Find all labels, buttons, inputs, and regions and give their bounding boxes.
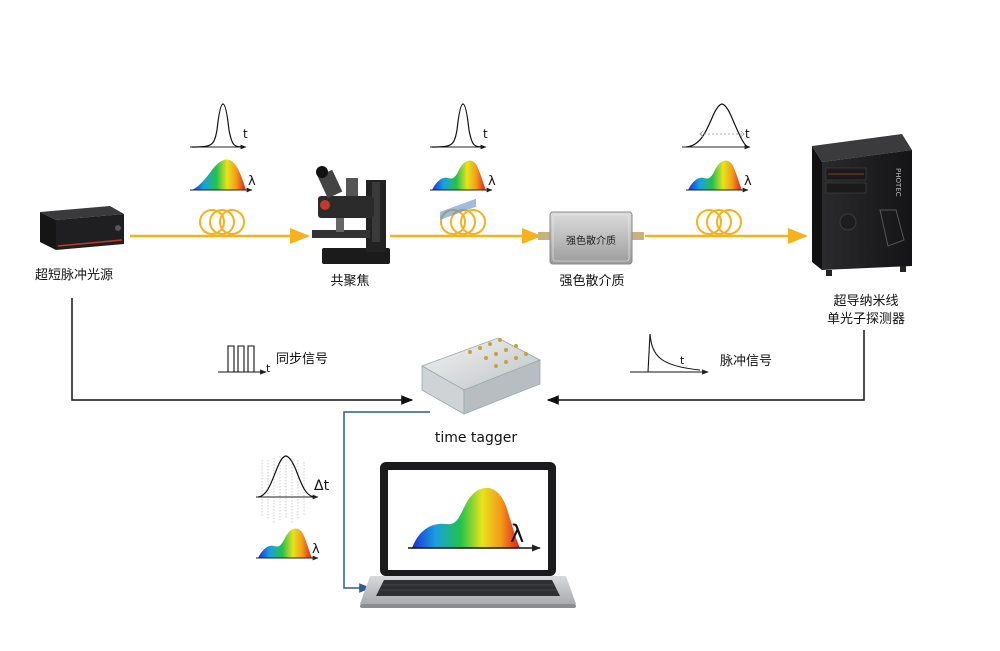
- sync-pulse-train-icon: [218, 345, 267, 375]
- delta-t-histogram-icon: [256, 455, 319, 524]
- dispersive-medium-box: 强色散介质: [538, 211, 644, 265]
- pulse-signal-label: 脉冲信号: [720, 354, 773, 369]
- spectrum-icon: [430, 160, 493, 193]
- axis-lambda-label: λ: [312, 542, 320, 557]
- detector-label-line2: 单光子探测器: [826, 312, 906, 327]
- axis-lambda-label: λ: [744, 174, 752, 189]
- axis-t-label: t: [680, 354, 685, 367]
- detector-label-line1: 超导纳米线: [833, 294, 899, 309]
- dispersive-medium-label: 强色散介质: [559, 274, 625, 289]
- axis-t-label: t: [483, 127, 488, 141]
- data-link-wire: [343, 411, 430, 593]
- confocal-label: 共聚焦: [330, 274, 370, 289]
- time-tagger-device: [421, 198, 541, 415]
- screen-lambda-label: λ: [510, 520, 525, 548]
- sync-signal-label: 同步信号: [276, 352, 329, 367]
- medium-panel-label: 强色散介质: [566, 234, 616, 247]
- laser-source-device: [40, 206, 124, 250]
- fiber-coil-icon: [199, 209, 245, 235]
- pulse-time-icon: [430, 103, 487, 150]
- laser-source-label: 超短脉冲光源: [34, 268, 114, 283]
- broadened-pulse-icon: [682, 103, 751, 150]
- snspd-detector-cabinet: PHOTEC: [812, 134, 912, 276]
- spectrum-icon: [256, 528, 319, 561]
- spectrum-icon: [686, 160, 749, 193]
- time-tagger-label: time tagger: [434, 430, 518, 446]
- axis-lambda-label: λ: [248, 174, 256, 189]
- spectrum-icon: [190, 159, 253, 193]
- laptop-display: [360, 462, 576, 608]
- sync-signal-wire: [71, 298, 414, 405]
- axis-lambda-label: λ: [488, 174, 496, 189]
- fiber-coil-icon: [696, 209, 742, 235]
- axis-t-label: t: [266, 362, 271, 375]
- signal-paths: [71, 298, 865, 405]
- axis-t-label: t: [243, 127, 248, 141]
- pulse-signal-wire: [546, 330, 865, 405]
- confocal-microscope-device: [312, 166, 390, 264]
- device-brand-text: PHOTEC: [894, 168, 902, 197]
- axis-t-label: t: [745, 127, 750, 141]
- detector-pulse-icon: [630, 333, 709, 375]
- axis-delta-t-label: Δt: [314, 478, 330, 494]
- pulse-time-icon: [190, 103, 247, 150]
